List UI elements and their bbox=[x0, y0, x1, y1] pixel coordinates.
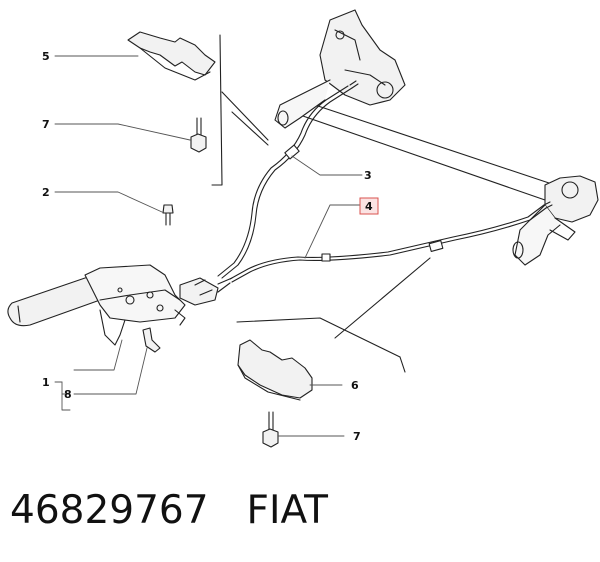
callout-5[interactable]: 5 bbox=[42, 50, 50, 63]
callout-4[interactable]: 4 bbox=[365, 200, 373, 213]
callout-7-top[interactable]: 7 bbox=[42, 118, 50, 131]
leader-lines bbox=[54, 55, 363, 437]
callout-4-highlight bbox=[359, 197, 379, 215]
rear-axle-assembly bbox=[274, 9, 599, 266]
callout-6[interactable]: 6 bbox=[351, 379, 359, 392]
heat-shield-5 bbox=[127, 31, 216, 81]
parts-diagram: 5 7 2 3 4 6 7 1 8 bbox=[7, 9, 599, 448]
callout-8[interactable]: 8 bbox=[64, 388, 72, 401]
heat-shield-6 bbox=[237, 339, 313, 401]
callout-7-bottom[interactable]: 7 bbox=[353, 430, 361, 443]
callout-3[interactable]: 3 bbox=[364, 169, 372, 182]
brake-cable-4 bbox=[229, 201, 553, 283]
caption: 46829767 FIAT bbox=[10, 488, 328, 533]
bracket-8 bbox=[142, 327, 161, 353]
part-number: 46829767 bbox=[10, 488, 209, 533]
bolt-7-top bbox=[190, 117, 207, 153]
callout-2[interactable]: 2 bbox=[42, 186, 50, 199]
bolt-7-bottom bbox=[262, 411, 279, 448]
brake-cable-3 bbox=[217, 80, 359, 279]
handbrake-lever bbox=[7, 264, 233, 346]
brand-name: FIAT bbox=[246, 488, 328, 533]
bolt-2 bbox=[162, 204, 174, 226]
section-lines bbox=[211, 34, 431, 373]
callout-1[interactable]: 1 bbox=[42, 376, 50, 389]
